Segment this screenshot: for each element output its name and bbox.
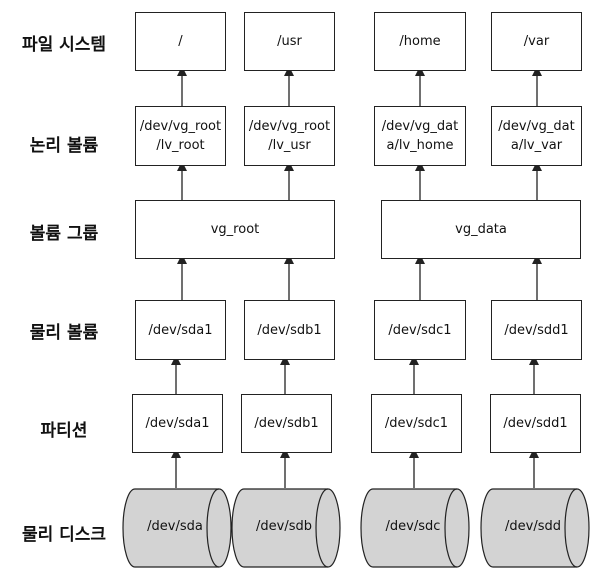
part-sda1-label: /dev/sda1: [145, 416, 210, 431]
vg-data-box: vg_data: [381, 200, 581, 259]
disk-sdb-shape: [231, 488, 341, 568]
pv-sdd1-label: /dev/sdd1: [504, 322, 569, 338]
part-sdc1-box: /dev/sdc1: [371, 394, 462, 453]
vg-data-label: vg_data: [455, 222, 507, 237]
disk-sda-label: /dev/sda: [147, 519, 203, 534]
disk-sdc-shape: [360, 488, 470, 568]
fs-usr-label: /usr: [277, 34, 302, 49]
fs-home-label: /home: [399, 34, 441, 49]
lv-usr-box: /dev/vg_root /lv_usr: [244, 106, 335, 166]
fs-var-box: /var: [491, 12, 582, 71]
part-sda1-box: /dev/sda1: [132, 394, 223, 453]
pv-sdb1-label: /dev/sdb1: [257, 322, 322, 338]
lv-home-label: /dev/vg_dat a/lv_home: [381, 119, 459, 153]
vg-root-box: vg_root: [135, 200, 335, 259]
lv-root-box: /dev/vg_root /lv_root: [135, 106, 226, 166]
pv-sdd1-box: /dev/sdd1: [491, 300, 582, 360]
pv-sdc1-label: /dev/sdc1: [388, 322, 452, 338]
lv-usr-label: /dev/vg_root /lv_usr: [248, 119, 331, 153]
disk-sdd-shape: [480, 488, 590, 568]
row-label-logical-volume: 논리 볼륨: [29, 136, 99, 156]
lv-home-box: /dev/vg_dat a/lv_home: [374, 106, 466, 166]
row-label-filesystem: 파일 시스템: [21, 35, 107, 55]
vg-root-label: vg_root: [210, 222, 260, 237]
row-label-volume-group: 볼륨 그룹: [29, 224, 99, 244]
row-label-physical-disk: 물리 디스크: [21, 525, 107, 545]
fs-usr-box: /usr: [244, 12, 335, 71]
pv-sdb1-box: /dev/sdb1: [244, 300, 335, 360]
lv-root-label: /dev/vg_root /lv_root: [139, 119, 222, 153]
part-sdb1-box: /dev/sdb1: [241, 394, 332, 453]
pv-sda1-box: /dev/sda1: [135, 300, 226, 360]
lv-var-label: /dev/vg_dat a/lv_var: [498, 119, 575, 153]
disk-sdb-label: /dev/sdb: [256, 519, 312, 534]
part-sdd1-label: /dev/sdd1: [503, 416, 568, 431]
row-label-physical-volume: 물리 볼륨: [29, 323, 99, 343]
disk-sda-shape: [122, 488, 232, 568]
pv-sda1-label: /dev/sda1: [148, 322, 213, 338]
part-sdc1-label: /dev/sdc1: [384, 416, 449, 431]
fs-root-box: /: [135, 12, 226, 71]
row-label-partition: 파티션: [40, 421, 88, 441]
part-sdb1-label: /dev/sdb1: [254, 416, 319, 431]
fs-home-box: /home: [374, 12, 466, 71]
fs-root-label: /: [178, 34, 183, 49]
lv-var-box: /dev/vg_dat a/lv_var: [491, 106, 582, 166]
fs-var-label: /var: [523, 34, 550, 49]
disk-sdd-label: /dev/sdd: [505, 519, 561, 534]
part-sdd1-box: /dev/sdd1: [490, 394, 581, 453]
disk-sdc-label: /dev/sdc: [385, 519, 441, 534]
pv-sdc1-box: /dev/sdc1: [374, 300, 466, 360]
